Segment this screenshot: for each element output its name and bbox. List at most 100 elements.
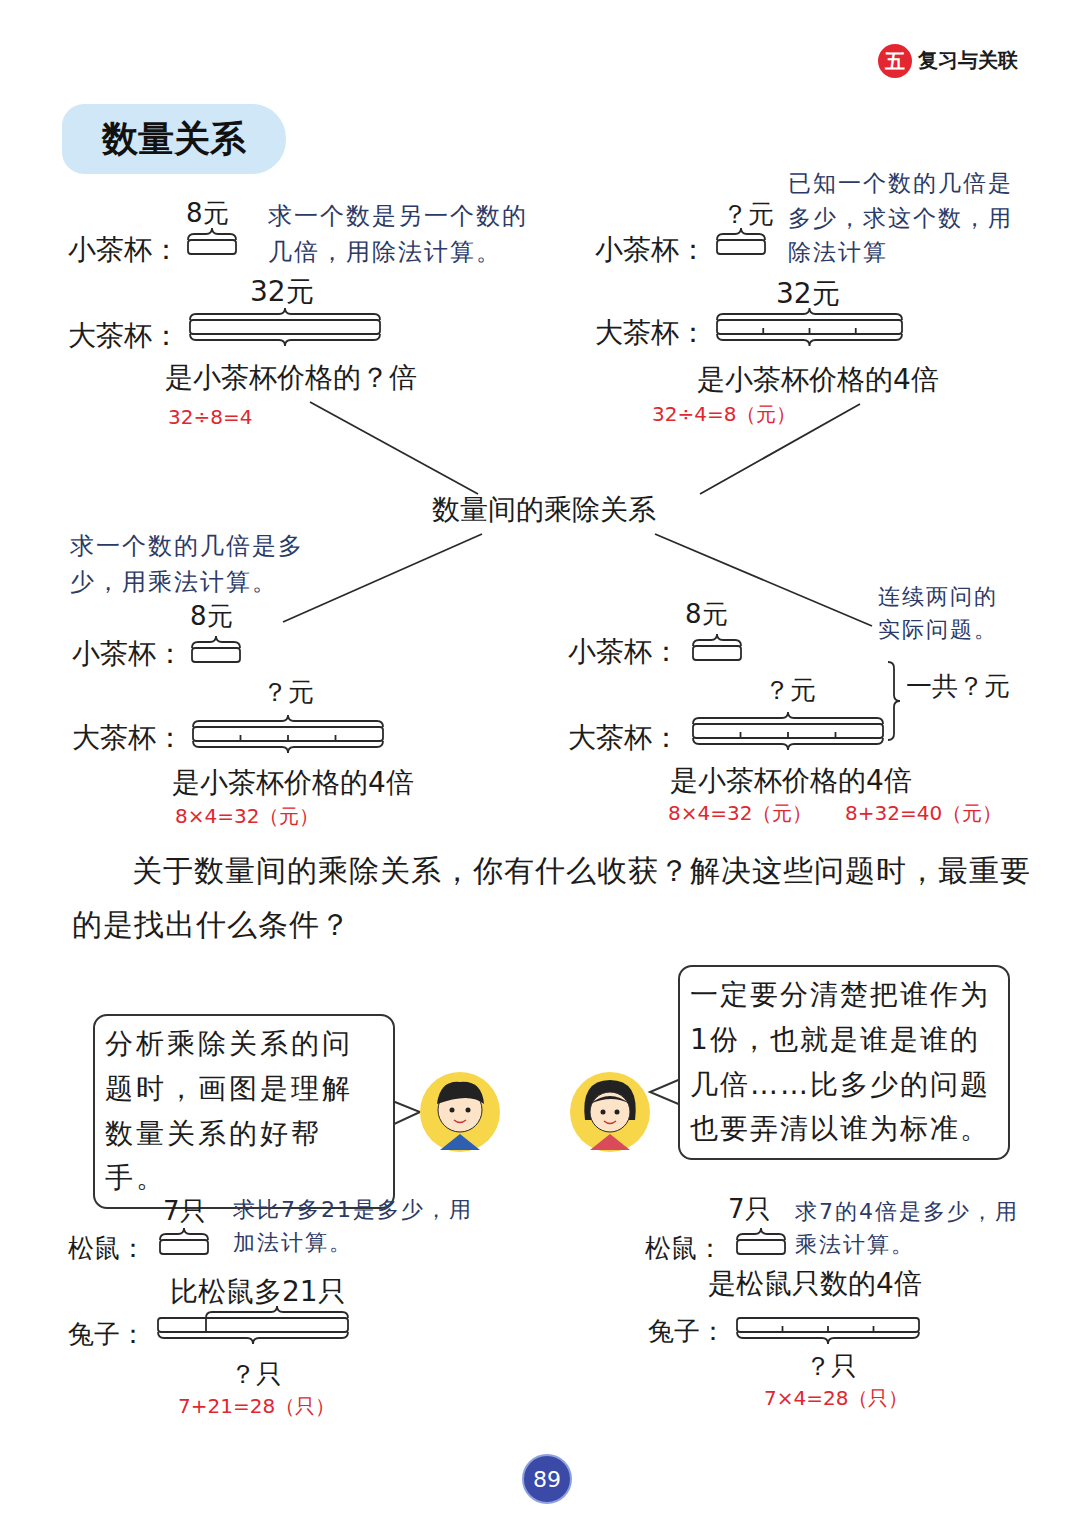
leader-line	[310, 402, 478, 494]
label-text: 一共？元	[906, 670, 1010, 703]
node-text: 五	[885, 48, 905, 75]
segment-tick	[287, 735, 289, 741]
page-number: 89	[522, 1454, 572, 1504]
label-text: 是小茶杯价格的？倍	[165, 360, 417, 395]
brace	[190, 334, 380, 346]
label-text: 兔子：	[648, 1315, 726, 1348]
question-text: 关于数量间的乘除关系，你有什么收获？解决这些问题时，最重要的是找出什么条件？	[72, 844, 1032, 952]
brace	[693, 738, 883, 750]
segment-bar	[188, 240, 236, 254]
brace	[193, 741, 383, 753]
label-text: 32元	[776, 276, 840, 311]
label-text: 大茶杯：	[72, 720, 184, 755]
label-text: 比松鼠多21只	[170, 1274, 346, 1309]
hint-note: 求一个数是另一个数的几倍，用除法计算。	[268, 198, 540, 270]
hint-note: 已知一个数的几倍是多少，求这个数，用除法计算	[788, 166, 1020, 270]
brace	[717, 228, 765, 240]
hint-note: 连续两问的实际问题。	[878, 580, 1020, 646]
segment-tick	[809, 328, 811, 334]
label-text: 是小茶杯价格的4倍	[697, 362, 939, 397]
label-text: ？元	[262, 676, 314, 709]
node-text: 89	[533, 1467, 561, 1492]
segment-tick	[740, 732, 742, 738]
label-text: 是松鼠只数的4倍	[708, 1266, 922, 1301]
brace	[160, 1228, 208, 1240]
brace	[193, 715, 383, 727]
segment-tick	[827, 1326, 829, 1332]
label-text: 松鼠：	[68, 1232, 146, 1265]
label-text: 大茶杯：	[595, 315, 707, 350]
boy-avatar	[420, 1072, 500, 1152]
brace	[737, 1228, 785, 1240]
segment-bar	[717, 240, 765, 254]
hint-note: 求比7多21是多少，用加法计算。	[233, 1193, 478, 1259]
node-text: 分析乘除关系的问题时，画图是理解数量关系的好帮手。	[105, 1022, 383, 1201]
segment-bar	[193, 727, 383, 741]
answer-formula: 8×4=32（元）	[668, 801, 812, 826]
label-text: 小茶杯：	[72, 636, 184, 671]
label-text: 复习与关联	[918, 48, 1018, 73]
label-text: ？只	[230, 1358, 282, 1391]
label-text: 8元	[685, 598, 728, 631]
label-text: 7只	[163, 1195, 206, 1228]
label-text: 7只	[728, 1193, 771, 1226]
label-text: 是小茶杯价格的4倍	[670, 763, 912, 798]
segment-bar	[192, 648, 240, 662]
speech-bubble: 分析乘除关系的问题时，画图是理解数量关系的好帮手。	[93, 1014, 395, 1209]
segment-tick	[855, 328, 857, 334]
answer-formula: 7×4=28（只）	[764, 1386, 908, 1411]
label-text: 是小茶杯价格的4倍	[172, 765, 414, 800]
brace	[717, 334, 902, 346]
answer-formula: 32÷4=8（元）	[652, 402, 796, 427]
brace	[192, 636, 240, 648]
chapter-badge: 五	[878, 44, 912, 78]
label-text: 小茶杯：	[68, 232, 180, 267]
brace	[158, 1332, 348, 1344]
segment-bar	[160, 1240, 208, 1254]
brace	[190, 308, 380, 320]
segment-tick	[240, 735, 242, 741]
brace	[693, 634, 741, 646]
brace	[188, 228, 236, 240]
brace	[737, 1332, 919, 1344]
hint-note: 求7的4倍是多少，用乘法计算。	[795, 1195, 1030, 1261]
title-band: 数量关系	[62, 104, 286, 174]
label-text: 松鼠：	[645, 1232, 723, 1265]
segment-bar	[737, 1318, 919, 1332]
node-text: 数量关系	[102, 115, 246, 164]
label-text: 大茶杯：	[568, 720, 680, 755]
label-text: 8元	[186, 197, 229, 230]
segment-tick	[335, 735, 337, 741]
node-text: 一定要分清楚把谁作为1份，也就是谁是谁的几倍……比多少的问题也要弄清以谁为标准。	[690, 973, 998, 1152]
segment-bar	[717, 320, 902, 334]
segment-bar	[693, 646, 741, 660]
segment-tick	[787, 732, 789, 738]
brace	[888, 662, 900, 740]
label-text: 兔子：	[68, 1318, 146, 1351]
label-text: 大茶杯：	[68, 318, 180, 353]
answer-formula: 8×4=32（元）	[175, 804, 319, 829]
label-text: 小茶杯：	[595, 232, 707, 267]
segment-tick	[835, 732, 837, 738]
segment-bar	[737, 1240, 785, 1254]
segment-tick	[873, 1326, 875, 1332]
label-text: 32元	[250, 274, 314, 309]
segment-tick	[205, 1318, 207, 1332]
leader-line	[283, 534, 482, 622]
segment-tick	[762, 328, 764, 334]
segment-bar	[190, 320, 380, 334]
label-text: ？元	[764, 674, 816, 707]
brace	[693, 712, 883, 724]
hint-note: 求一个数的几倍是多少，用乘法计算。	[70, 528, 332, 600]
label-text: 小茶杯：	[568, 634, 680, 669]
segment-bar	[693, 724, 883, 738]
segment-tick	[782, 1326, 784, 1332]
segment-bar	[158, 1318, 348, 1332]
label-text: 8元	[190, 600, 233, 633]
label-text: 数量间的乘除关系	[432, 492, 656, 527]
label-text: ？元	[722, 198, 774, 231]
label-text: ？只	[805, 1350, 857, 1383]
answer-formula: 32÷8=4	[168, 405, 252, 430]
speech-bubble: 一定要分清楚把谁作为1份，也就是谁是谁的几倍……比多少的问题也要弄清以谁为标准。	[678, 965, 1010, 1160]
answer-formula: 8+32=40（元）	[845, 801, 1002, 826]
